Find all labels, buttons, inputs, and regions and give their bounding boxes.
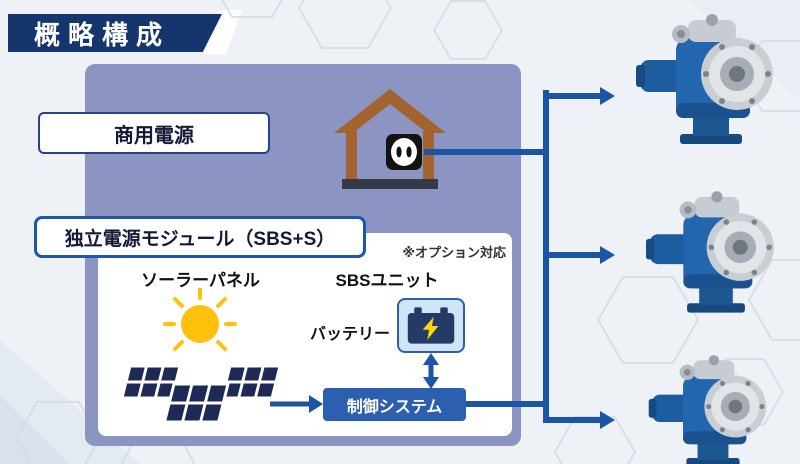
- page-title: 概略構成: [34, 19, 171, 50]
- house-outlet-icon: [334, 89, 446, 189]
- title-banner: 概略構成: [8, 14, 222, 52]
- solar-panel-array: [120, 364, 282, 424]
- sun-icon: [163, 288, 237, 351]
- actuator-image-3: [648, 355, 767, 464]
- battery-label: バッテリー: [309, 326, 390, 343]
- commercial-power-label-box: 商用電源: [38, 112, 270, 154]
- option-note: ※オプション対応: [402, 245, 506, 260]
- commercial-power-label: 商用電源: [114, 124, 194, 147]
- control-system-box: 制御システム: [323, 388, 466, 421]
- independent-module-label-box: 独立電源モジュール（SBS+S）: [34, 216, 366, 258]
- sbs-unit-label: SBSユニット: [335, 271, 439, 290]
- actuator-image-1: [636, 14, 773, 144]
- actuator-image-2: [646, 191, 774, 313]
- independent-module-label: 独立電源モジュール（SBS+S）: [64, 228, 336, 250]
- battery-icon: [407, 306, 455, 344]
- control-system-label: 制御システム: [346, 398, 443, 416]
- battery-box: [397, 298, 465, 353]
- solar-panels-icon: [120, 288, 282, 424]
- solar-panel-label: ソーラーパネル: [141, 271, 260, 290]
